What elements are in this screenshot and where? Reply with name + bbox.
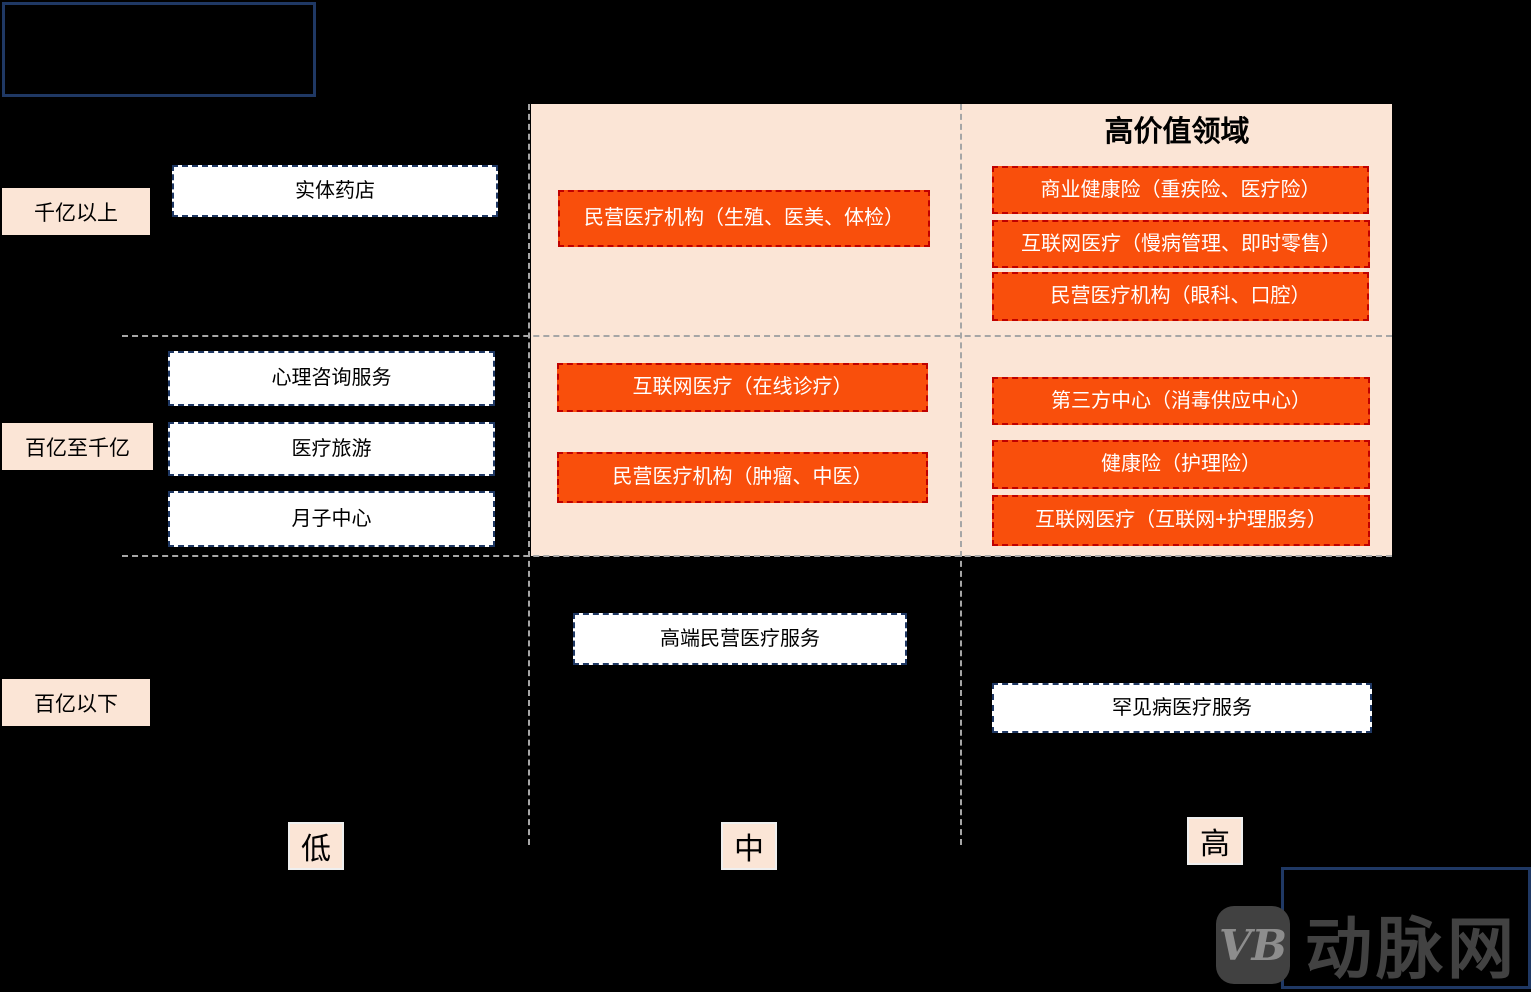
segment-box-highend-private-medical: 高端民营医疗服务 — [573, 613, 907, 665]
grid-divider-horizontal-2 — [122, 555, 1392, 557]
col-label-mid: 中 — [721, 822, 777, 870]
col-label-high: 高 — [1187, 817, 1243, 865]
segment-box-commercial-health-insurance: 商业健康险（重疾险、医疗险） — [992, 166, 1369, 214]
segment-box-confinement-center: 月子中心 — [168, 491, 495, 547]
row-label-10b-to-100b: 百亿至千亿 — [2, 423, 153, 470]
row-label-over-100b: 千亿以上 — [2, 188, 150, 235]
brand-watermark-text: 动脉网 — [1305, 911, 1518, 987]
segment-box-private-medical-reproduction: 民营医疗机构（生殖、医美、体检） — [558, 190, 930, 247]
segment-box-health-insurance-nursing: 健康险（护理险） — [992, 440, 1370, 489]
segment-box-physical-pharmacy: 实体药店 — [172, 165, 498, 217]
segment-box-rare-disease-medical: 罕见病医疗服务 — [992, 683, 1372, 733]
vb-logo-letters: VB — [1218, 920, 1288, 970]
col-label-low: 低 — [288, 822, 344, 870]
high-value-region-title: 高价值领域 — [1104, 116, 1250, 148]
vb-logo-icon: VB — [1216, 906, 1290, 984]
segment-box-private-medical-oncology-tcm: 民营医疗机构（肿瘤、中医） — [557, 452, 928, 503]
segment-box-internet-medical-chronic: 互联网医疗（慢病管理、即时零售） — [992, 220, 1370, 268]
segment-box-third-party-center: 第三方中心（消毒供应中心） — [992, 377, 1370, 425]
segment-box-psychological-counseling: 心理咨询服务 — [168, 351, 495, 406]
empty-frame-top-left — [2, 2, 316, 97]
grid-divider-vertical-1 — [528, 104, 530, 845]
segment-box-internet-medical-online-diagnosis: 互联网医疗（在线诊疗） — [557, 363, 928, 412]
row-label-under-10b: 百亿以下 — [2, 679, 150, 726]
segment-box-private-medical-eye-dental: 民营医疗机构（眼科、口腔） — [992, 272, 1369, 321]
segment-box-internet-medical-nursing-service: 互联网医疗（互联网+护理服务） — [992, 495, 1370, 546]
grid-divider-vertical-2 — [960, 104, 962, 845]
grid-divider-horizontal-1 — [122, 335, 1392, 337]
segment-box-medical-tourism: 医疗旅游 — [168, 422, 495, 476]
